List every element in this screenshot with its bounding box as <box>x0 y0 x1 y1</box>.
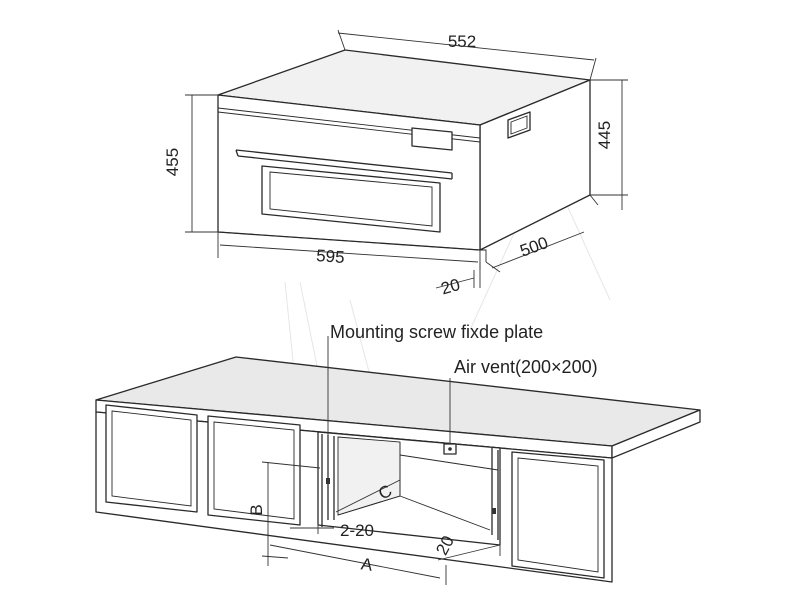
dim-height-left-label: 455 <box>163 148 182 176</box>
control-display <box>411 127 453 151</box>
cabinet-door-right <box>511 451 605 579</box>
oven-drawing <box>217 49 591 262</box>
dim-width-label: 552 <box>448 32 476 51</box>
door-handle <box>235 149 453 174</box>
cabinet-door-center <box>207 415 301 526</box>
screw-plate-label: Mounting screw fixde plate <box>330 322 543 342</box>
oven-window <box>261 165 441 233</box>
leader-lines <box>327 336 451 478</box>
cabinet-door-left <box>105 404 198 513</box>
dim-gap-label: 2-20 <box>340 521 374 540</box>
side-vent <box>507 111 531 139</box>
dim-b-label: B <box>247 504 266 515</box>
air-vent-label: Air vent(200×200) <box>454 357 598 377</box>
dim-front-width-label: 595 <box>316 246 346 267</box>
countertop-side-edge <box>611 409 701 459</box>
dim-offset-label: 20 <box>439 275 462 298</box>
screw-marker-left <box>326 478 330 484</box>
oven-dimensions <box>185 29 628 289</box>
cabinet-dimensions <box>261 461 501 585</box>
screw-marker-right <box>492 508 496 514</box>
cabinet-drawing <box>95 356 701 583</box>
dim-height-right-label: 445 <box>595 121 614 149</box>
dim-a-label: A <box>360 554 375 574</box>
dim-depth-label: 500 <box>518 233 551 261</box>
